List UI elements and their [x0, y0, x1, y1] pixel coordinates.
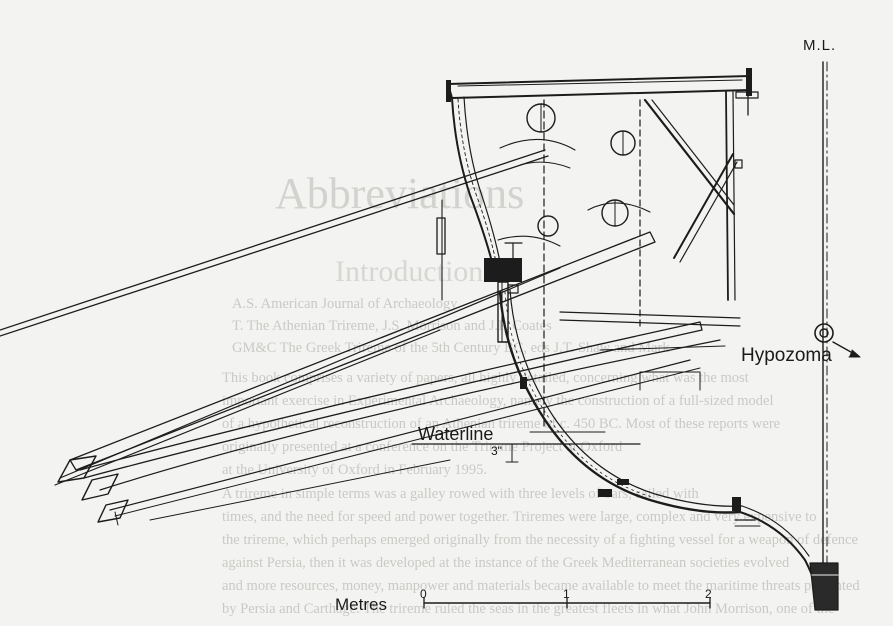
bleed-through-line: by Persia and Carthage. The trireme rule…	[222, 601, 835, 617]
hypozoma-label: Hypozoma	[741, 345, 832, 366]
rower-positions	[526, 103, 636, 237]
bleed-through-subtitle: Introduction	[335, 255, 484, 288]
waterline-label: Waterline	[418, 424, 494, 444]
bleed-through-line: GM&C The Greek Trireme of the 5th Centur…	[232, 340, 670, 356]
scale-tick-label: 0	[420, 587, 427, 601]
scale-bar	[423, 597, 711, 609]
bleed-through-line: A trireme in simple terms was a galley r…	[222, 486, 699, 502]
bleed-through-line: originally presented at a conference on …	[222, 439, 623, 455]
thwarts	[559, 311, 741, 391]
bleed-through-line: against Persia, then it was developed at…	[222, 555, 790, 571]
midship-line-label: M.L.	[803, 37, 837, 54]
outrigger-block	[484, 242, 523, 343]
oar-blades	[57, 455, 129, 526]
interior-framing	[543, 91, 743, 431]
lower-hull	[734, 505, 821, 609]
bleed-through-line: T. The Athenian Trireme, J.S. Morrison a…	[232, 318, 552, 334]
bleed-through-line: the trireme, which perhaps emerged origi…	[222, 532, 858, 548]
waterline-marker	[411, 431, 641, 463]
waterline-gap-label: 3"	[491, 444, 502, 458]
oar-thranite	[0, 149, 549, 337]
bleed-through-line: and more resources, money, manpower and …	[222, 578, 860, 594]
bleed-through-line: A.S. American Journal of Archaeology	[232, 296, 458, 312]
scale-title: Metres	[335, 595, 387, 614]
oar-sweep-arcs	[497, 138, 651, 247]
bleed-through-line: This book comprises a variety of papers,…	[222, 370, 749, 386]
bleed-through-line: of a hypothetical reconstruction of an A…	[222, 416, 781, 432]
side-frame	[451, 96, 501, 263]
scale-tick-label: 1	[563, 587, 570, 601]
scale-tick-label: 2	[705, 587, 712, 601]
bleed-through-line: important exercise in Experimental Archa…	[222, 393, 774, 409]
hypozoma-cable	[814, 323, 861, 358]
oar-thalamian	[79, 321, 721, 521]
keel	[809, 562, 839, 611]
bleed-through-line: times, and the need for speed and power …	[222, 509, 817, 525]
deck-structure	[446, 68, 759, 116]
hull-planking	[498, 289, 743, 514]
